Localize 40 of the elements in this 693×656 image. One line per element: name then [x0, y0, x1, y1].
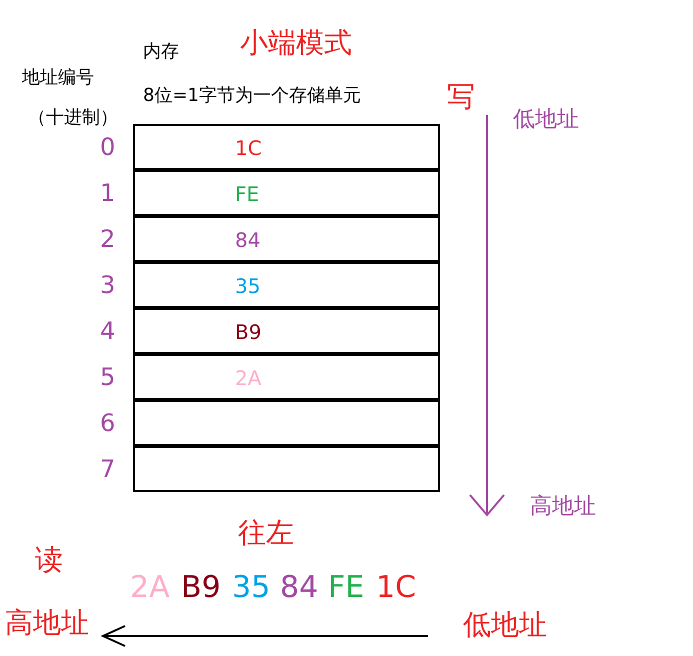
address-number: 7 — [100, 456, 116, 482]
memory-cell — [133, 262, 440, 308]
address-number: 3 — [100, 272, 116, 298]
high-address-label: 高地址 — [5, 608, 89, 639]
byte-value: 35 — [235, 275, 260, 297]
byte-value: 35 — [232, 571, 270, 604]
address-number: 5 — [100, 364, 116, 390]
byte-value: B9 — [235, 321, 262, 343]
direction-label: 往左 — [238, 518, 294, 549]
address-number: 1 — [100, 180, 116, 206]
column-heading: 地址编号 — [22, 68, 94, 88]
memory-cell — [133, 170, 440, 216]
address-number: 6 — [100, 410, 116, 436]
address-number: 0 — [100, 134, 116, 160]
column-subheading: （十进制） — [28, 108, 118, 128]
memory-cell — [133, 216, 440, 262]
memory-cell — [133, 308, 440, 354]
note-text: 8位=1字节为一个存储单元 — [143, 86, 361, 106]
byte-value: FE — [235, 183, 260, 205]
byte-value: 84 — [280, 571, 318, 604]
title: 小端模式 — [240, 28, 352, 59]
byte-value: 84 — [235, 229, 260, 251]
byte-value: B9 — [181, 571, 221, 604]
write-label: 写 — [447, 82, 475, 113]
high-address-label: 高地址 — [530, 495, 596, 520]
memory-cell — [133, 354, 440, 400]
read-label: 读 — [35, 545, 63, 576]
byte-value: 1C — [235, 137, 262, 159]
address-number: 4 — [100, 318, 116, 344]
byte-value: 2A — [235, 367, 262, 389]
memory-cell — [133, 124, 440, 170]
memory-heading: 内存 — [143, 42, 179, 62]
byte-value: 1C — [376, 571, 416, 604]
byte-value: FE — [328, 571, 364, 604]
byte-value: 2A — [130, 571, 170, 604]
address-number: 2 — [100, 226, 116, 252]
low-address-label: 低地址 — [513, 108, 579, 132]
empty-memory-cell — [133, 446, 440, 492]
empty-memory-cell — [133, 400, 440, 446]
low-address-label: 低地址 — [463, 610, 547, 641]
